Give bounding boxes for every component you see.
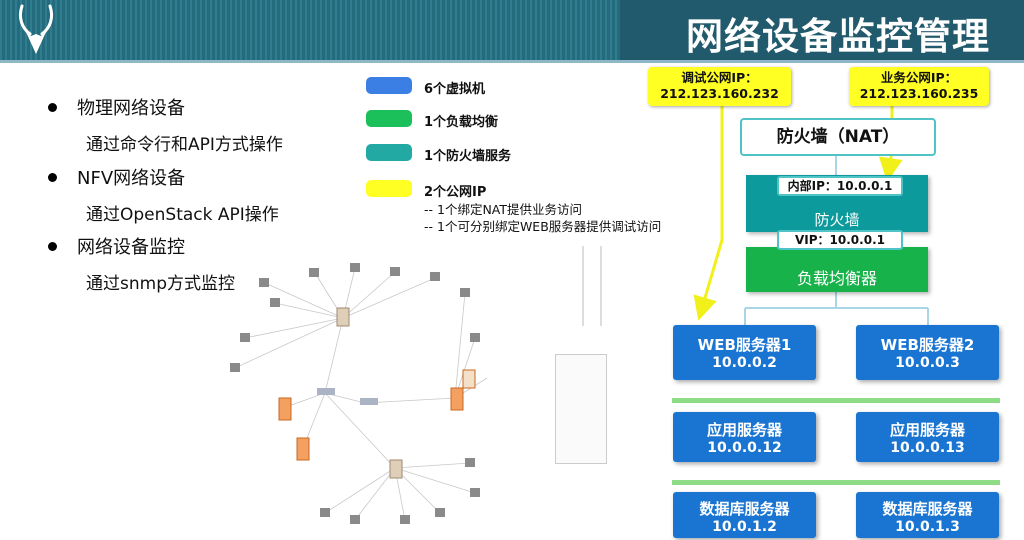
- server-ip: 10.0.0.13: [890, 440, 965, 456]
- firewall-label: 防火墙: [814, 211, 860, 229]
- db-server-1: 数据库服务器 10.0.1.2: [673, 492, 816, 538]
- business-public-ip-box: 业务公网IP： 212.123.160.235: [849, 67, 989, 106]
- page-title: 网络设备监控管理: [686, 15, 990, 58]
- server-name: WEB服务器2: [880, 336, 975, 354]
- network-topology-graph: [230, 263, 488, 524]
- server-name: 应用服务器: [706, 421, 782, 439]
- server-name: 数据库服务器: [699, 500, 790, 518]
- bullet-dot: [48, 241, 57, 251]
- server-ip: 10.0.0.12: [707, 440, 782, 456]
- app-server-2: 应用服务器 10.0.0.13: [856, 412, 999, 462]
- header-divider: [0, 60, 1024, 63]
- bullet-device-monitoring: 网络设备监控: [48, 233, 185, 259]
- bullet-detail: 通过OpenStack API操作: [86, 205, 279, 225]
- debug-ip-value: 212.123.160.232: [660, 86, 779, 101]
- web-server-1: WEB服务器1 10.0.0.2: [673, 325, 816, 380]
- server-ip: 10.0.0.3: [895, 355, 960, 371]
- server-ip: 10.0.1.2: [712, 519, 777, 535]
- legend-swatch-firewall: [366, 144, 412, 161]
- server-ip: 10.0.1.3: [895, 519, 960, 535]
- bullet-title: NFV网络设备: [77, 168, 186, 189]
- bullet-nfv-devices: NFV网络设备: [48, 164, 185, 190]
- legend-note-web: -- 1个可分别绑定WEB服务器提供调试访问: [424, 219, 662, 234]
- legend-label-public-ip: 2个公网IP: [424, 185, 487, 200]
- load-balancer-label: 负载均衡器: [796, 269, 877, 288]
- server-name: 数据库服务器: [882, 500, 973, 518]
- legend-note-nat: -- 1个绑定NAT提供业务访问: [424, 202, 583, 217]
- network-bus: [672, 398, 1000, 403]
- bullet-dot: [48, 102, 57, 112]
- server-name: 应用服务器: [889, 421, 965, 439]
- server-ip: 10.0.0.2: [712, 355, 777, 371]
- legend-label-vm: 6个虚拟机: [424, 82, 486, 97]
- antelope-logo-icon: [18, 4, 54, 54]
- header-bar: 网络设备监控管理: [0, 0, 1024, 63]
- legend-swatch-vm: [366, 77, 412, 94]
- legend-label-firewall: 1个防火墙服务: [424, 149, 512, 164]
- business-ip-label: 业务公网IP：: [880, 70, 958, 85]
- bullet-dot: [48, 172, 57, 182]
- bullet-title: 物理网络设备: [77, 98, 185, 119]
- debug-ip-label: 调试公网IP：: [681, 70, 758, 85]
- chart-thumbnail: [582, 246, 602, 326]
- firewall-nat-box: 防火墙（NAT）: [740, 118, 936, 156]
- app-server-1: 应用服务器 10.0.0.12: [673, 412, 816, 462]
- bullet-title: 网络设备监控: [77, 237, 185, 258]
- load-balancer-box: 负载均衡器: [746, 247, 928, 292]
- web-server-2: WEB服务器2 10.0.0.3: [856, 325, 999, 380]
- network-bus: [672, 480, 1000, 485]
- legend-swatch-lb: [366, 110, 412, 127]
- db-server-2: 数据库服务器 10.0.1.3: [856, 492, 999, 538]
- bullet-detail: 通过snmp方式监控: [86, 274, 235, 294]
- vip-tag: VIP：10.0.0.1: [777, 230, 903, 250]
- bullet-detail: 通过命令行和API方式操作: [86, 135, 283, 155]
- bullet-physical-devices: 物理网络设备: [48, 94, 185, 120]
- title-background: [620, 0, 1024, 60]
- debug-public-ip-box: 调试公网IP： 212.123.160.232: [648, 67, 791, 106]
- legend-swatch-public-ip: [366, 180, 412, 197]
- server-name: WEB服务器1: [697, 336, 792, 354]
- inner-ip-tag: 内部IP：10.0.0.1: [777, 176, 903, 196]
- business-ip-value: 212.123.160.235: [859, 86, 979, 101]
- legend-label-lb: 1个负载均衡: [424, 115, 499, 130]
- topology-legend-panel: [555, 354, 607, 464]
